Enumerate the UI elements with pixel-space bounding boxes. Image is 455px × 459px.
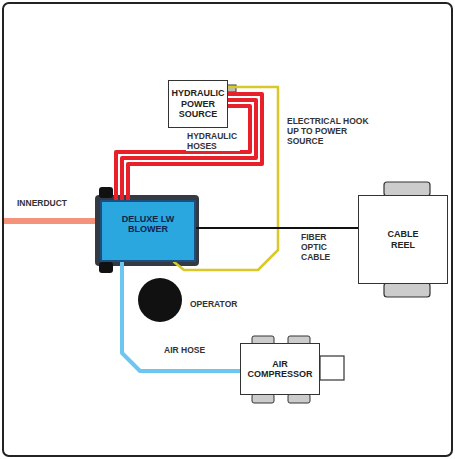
node-text: CABLE REEL	[379, 229, 427, 250]
hose-line	[122, 262, 240, 371]
blower-wheel	[99, 187, 113, 198]
compressor-box: AIR COMPRESSOR	[240, 343, 320, 395]
node-text: OPERATOR	[190, 300, 237, 310]
innerduct-line	[4, 218, 100, 224]
compressor-stub	[320, 356, 344, 380]
hose-line	[196, 227, 358, 229]
reel-flange	[384, 283, 430, 297]
frame	[3, 3, 452, 456]
part-label: INNERDUCT	[16, 198, 68, 208]
hose-connector	[122, 262, 240, 371]
edge-label: HYDRAULIC HOSES	[186, 131, 240, 151]
operator-figure: OPERATOR	[138, 278, 250, 322]
hose-connector	[196, 228, 358, 229]
edge-label: AIR HOSE	[163, 345, 206, 355]
power-source-box: HYDRAULIC POWER SOURCE	[168, 80, 228, 128]
operator-circle	[138, 278, 182, 322]
node-text: HYDRAULIC POWER SOURCE	[172, 88, 225, 119]
node-text: AIR COMPRESSOR	[247, 359, 313, 380]
edge-label: FIBER OPTIC CABLE	[300, 232, 354, 263]
node-text: DELUXE LW BLOWER	[105, 214, 191, 235]
blower-box: DELUXE LW BLOWER	[100, 200, 196, 262]
blower-wheel	[99, 262, 113, 273]
cable-reel-box: CABLE REEL	[358, 195, 448, 284]
edge-label: ELECTRICAL HOOK UP TO POWER SOURCE	[286, 116, 380, 147]
blower-frame	[95, 195, 199, 266]
compressor-tab	[288, 394, 310, 403]
compressor-tab	[252, 394, 274, 403]
reel-flange	[384, 182, 430, 196]
